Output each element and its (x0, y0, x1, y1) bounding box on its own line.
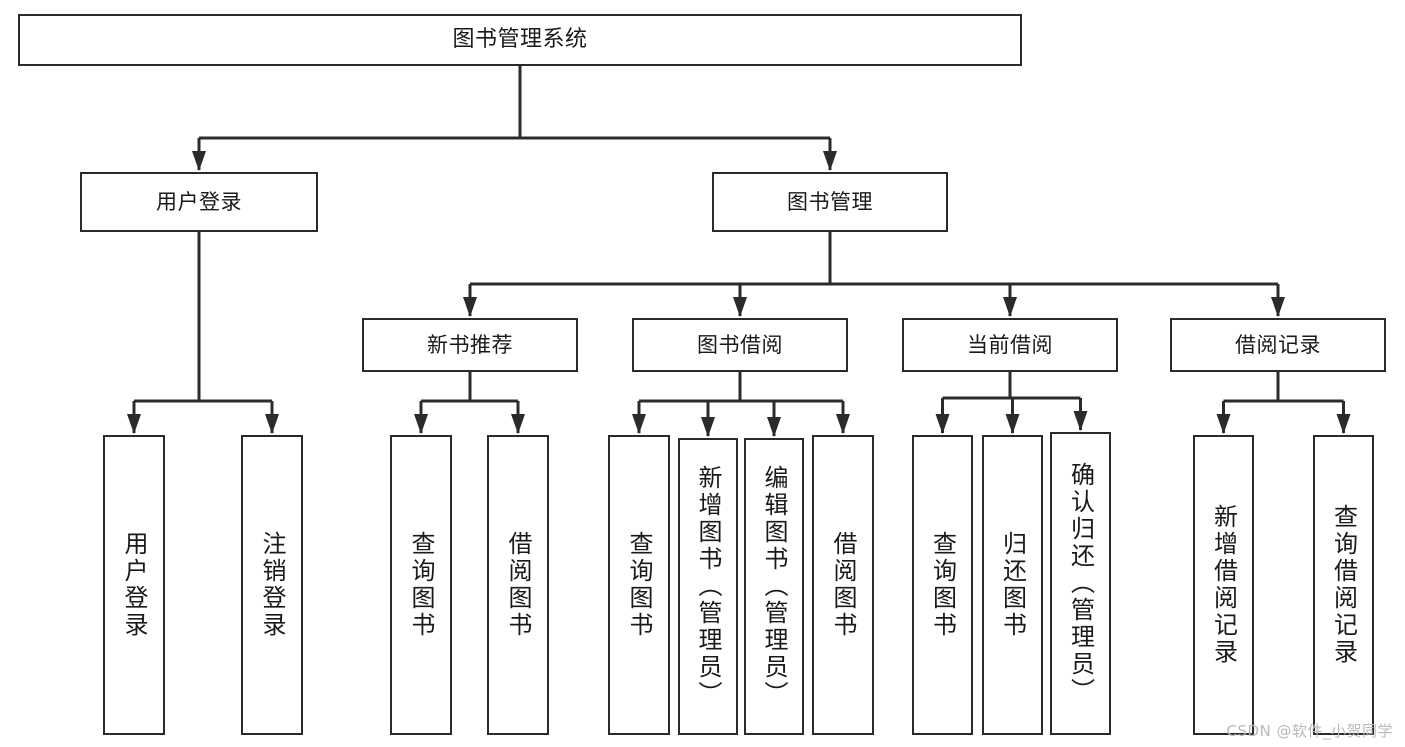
node-current[interactable]: 当前借阅 (902, 318, 1118, 372)
node-records[interactable]: 借阅记录 (1170, 318, 1386, 372)
node-leaf-new-2[interactable]: 借阅图书 (487, 435, 549, 735)
node-label: 当前借阅 (967, 332, 1053, 357)
node-label: 查询图书 (928, 531, 957, 639)
node-borrow[interactable]: 图书借阅 (632, 318, 848, 372)
node-leaf-cur-3[interactable]: 确认归还（管理员） (1050, 432, 1111, 735)
arrowhead-icon (511, 414, 525, 434)
node-label: 借阅图书 (504, 531, 532, 639)
arrowhead-icon (733, 297, 747, 317)
arrowhead-icon (127, 414, 141, 434)
node-label: 查询借阅记录 (1329, 504, 1358, 666)
arrowhead-icon (265, 414, 279, 434)
node-leaf-borrow-4[interactable]: 借阅图书 (812, 435, 874, 735)
arrowhead-icon (1005, 414, 1020, 434)
node-login[interactable]: 用户登录 (80, 172, 318, 232)
arrowhead-icon (632, 414, 646, 434)
node-label: 用户登录 (156, 189, 242, 214)
node-root[interactable]: 图书管理系统 (18, 14, 1022, 66)
node-label: 归还图书 (998, 531, 1027, 639)
arrowhead-icon (192, 151, 206, 171)
node-leaf-cur-2[interactable]: 归还图书 (982, 435, 1043, 735)
node-label: 图书管理 (787, 189, 873, 214)
node-label: 新增图书（管理员） (694, 465, 722, 708)
node-label: 注销登录 (258, 531, 286, 639)
arrowhead-icon (701, 417, 715, 437)
arrowhead-icon (836, 414, 850, 434)
node-label: 确认归还（管理员） (1066, 462, 1095, 705)
node-label: 编辑图书（管理员） (760, 465, 788, 708)
node-label: 查询图书 (625, 531, 653, 639)
arrowhead-icon (414, 414, 428, 434)
arrowhead-icon (1336, 414, 1351, 434)
watermark: CSDN @软件_小贺同学 (1226, 722, 1393, 740)
node-label: 图书管理系统 (452, 27, 588, 53)
node-leaf-rec-2[interactable]: 查询借阅记录 (1313, 435, 1374, 735)
node-label: 新书推荐 (427, 332, 513, 357)
arrowhead-icon (935, 414, 950, 434)
arrowhead-icon (1216, 414, 1231, 434)
node-label: 借阅记录 (1235, 332, 1321, 357)
node-leaf-borrow-2[interactable]: 新增图书（管理员） (678, 438, 738, 735)
node-leaf-borrow-1[interactable]: 查询图书 (608, 435, 670, 735)
node-label: 新增借阅记录 (1209, 504, 1238, 666)
arrowhead-icon (463, 297, 477, 317)
node-leaf-borrow-3[interactable]: 编辑图书（管理员） (744, 438, 804, 735)
node-leaf-rec-1[interactable]: 新增借阅记录 (1193, 435, 1254, 735)
node-leaf-cur-1[interactable]: 查询图书 (912, 435, 973, 735)
node-newbook[interactable]: 新书推荐 (362, 318, 578, 372)
arrowhead-icon (1003, 297, 1017, 317)
node-leaf-new-1[interactable]: 查询图书 (390, 435, 452, 735)
arrowhead-icon (823, 151, 837, 171)
node-label: 查询图书 (407, 531, 435, 639)
arrowhead-icon (767, 417, 781, 437)
node-label: 用户登录 (120, 531, 148, 639)
node-label: 借阅图书 (829, 531, 857, 639)
node-bookmgmt[interactable]: 图书管理 (712, 172, 948, 232)
arrowhead-icon (1073, 411, 1088, 431)
node-leaf-login-2[interactable]: 注销登录 (241, 435, 303, 735)
node-label: 图书借阅 (697, 332, 783, 357)
node-leaf-login-1[interactable]: 用户登录 (103, 435, 165, 735)
arrowhead-icon (1271, 297, 1285, 317)
